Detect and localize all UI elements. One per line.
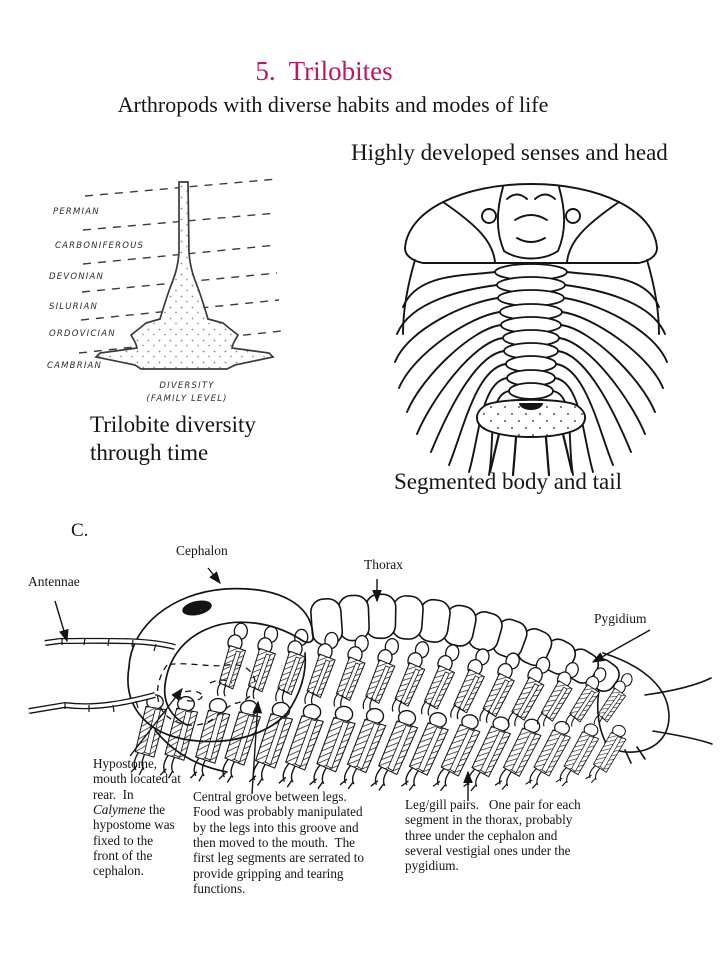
- slide-subtitle: Arthropods with diverse habits and modes…: [117, 92, 549, 117]
- heading-senses: Highly developed senses and head: [351, 140, 668, 165]
- label-antennae: Antennae: [28, 574, 80, 589]
- axis-label-diversity: DIVERSITY: [159, 381, 214, 391]
- slide-title: 5. Trilobites: [255, 56, 393, 86]
- panel-label: C.: [71, 520, 89, 541]
- caption-diversity: Trilobite diversity through time: [90, 411, 320, 467]
- note-hypostome-text: Hypostome, mouth located at rear. In: [93, 756, 185, 802]
- caption-segmented: Segmented body and tail: [394, 469, 623, 494]
- note-hypostome: Hypostome, mouth located at rear. In Cal…: [93, 756, 181, 879]
- note-leg-gill: Leg/gill pairs. One pair for each segmen…: [405, 797, 585, 874]
- label-cephalon: Cephalon: [176, 543, 228, 558]
- period-label-permian: PERMIAN: [53, 207, 100, 217]
- axis-label-family-level: (FAMILY LEVEL): [146, 394, 227, 404]
- cephalon-outline: [404, 183, 658, 264]
- pygidium-plate: [476, 398, 586, 438]
- note-hypostome-text-end: the hypostome was fixed to the front of …: [93, 801, 178, 879]
- annotation-arrows: [54, 567, 651, 801]
- period-label-silurian: SILURIAN: [49, 302, 98, 312]
- cephalon-region: [127, 587, 314, 773]
- caption-diversity-line2: through time: [90, 440, 209, 466]
- label-pygidium: Pygidium: [594, 611, 647, 626]
- anatomy-trilobite-figure: [28, 567, 713, 801]
- period-label-devonian: DEVONIAN: [49, 272, 104, 282]
- dorsal-trilobite-figure: [394, 183, 668, 477]
- period-label-carboniferous: CARBONIFEROUS: [55, 241, 144, 251]
- period-label-ordovician: ORDOVICIAN: [49, 329, 116, 339]
- diversity-spindle-figure: PERMIAN CARBONIFEROUS DEVONIAN SILURIAN …: [47, 178, 282, 404]
- label-thorax: Thorax: [364, 557, 403, 572]
- note-hypostome-genus: Calymene: [93, 801, 146, 817]
- axial-rings: [494, 263, 568, 400]
- eye-spot: [182, 600, 212, 616]
- period-label-cambrian: CAMBRIAN: [47, 361, 102, 371]
- note-central-groove: Central groove between legs. Food was pr…: [193, 789, 368, 896]
- caption-diversity-line1: Trilobite diversity: [90, 412, 256, 437]
- diversity-spindle-shape: [94, 181, 275, 370]
